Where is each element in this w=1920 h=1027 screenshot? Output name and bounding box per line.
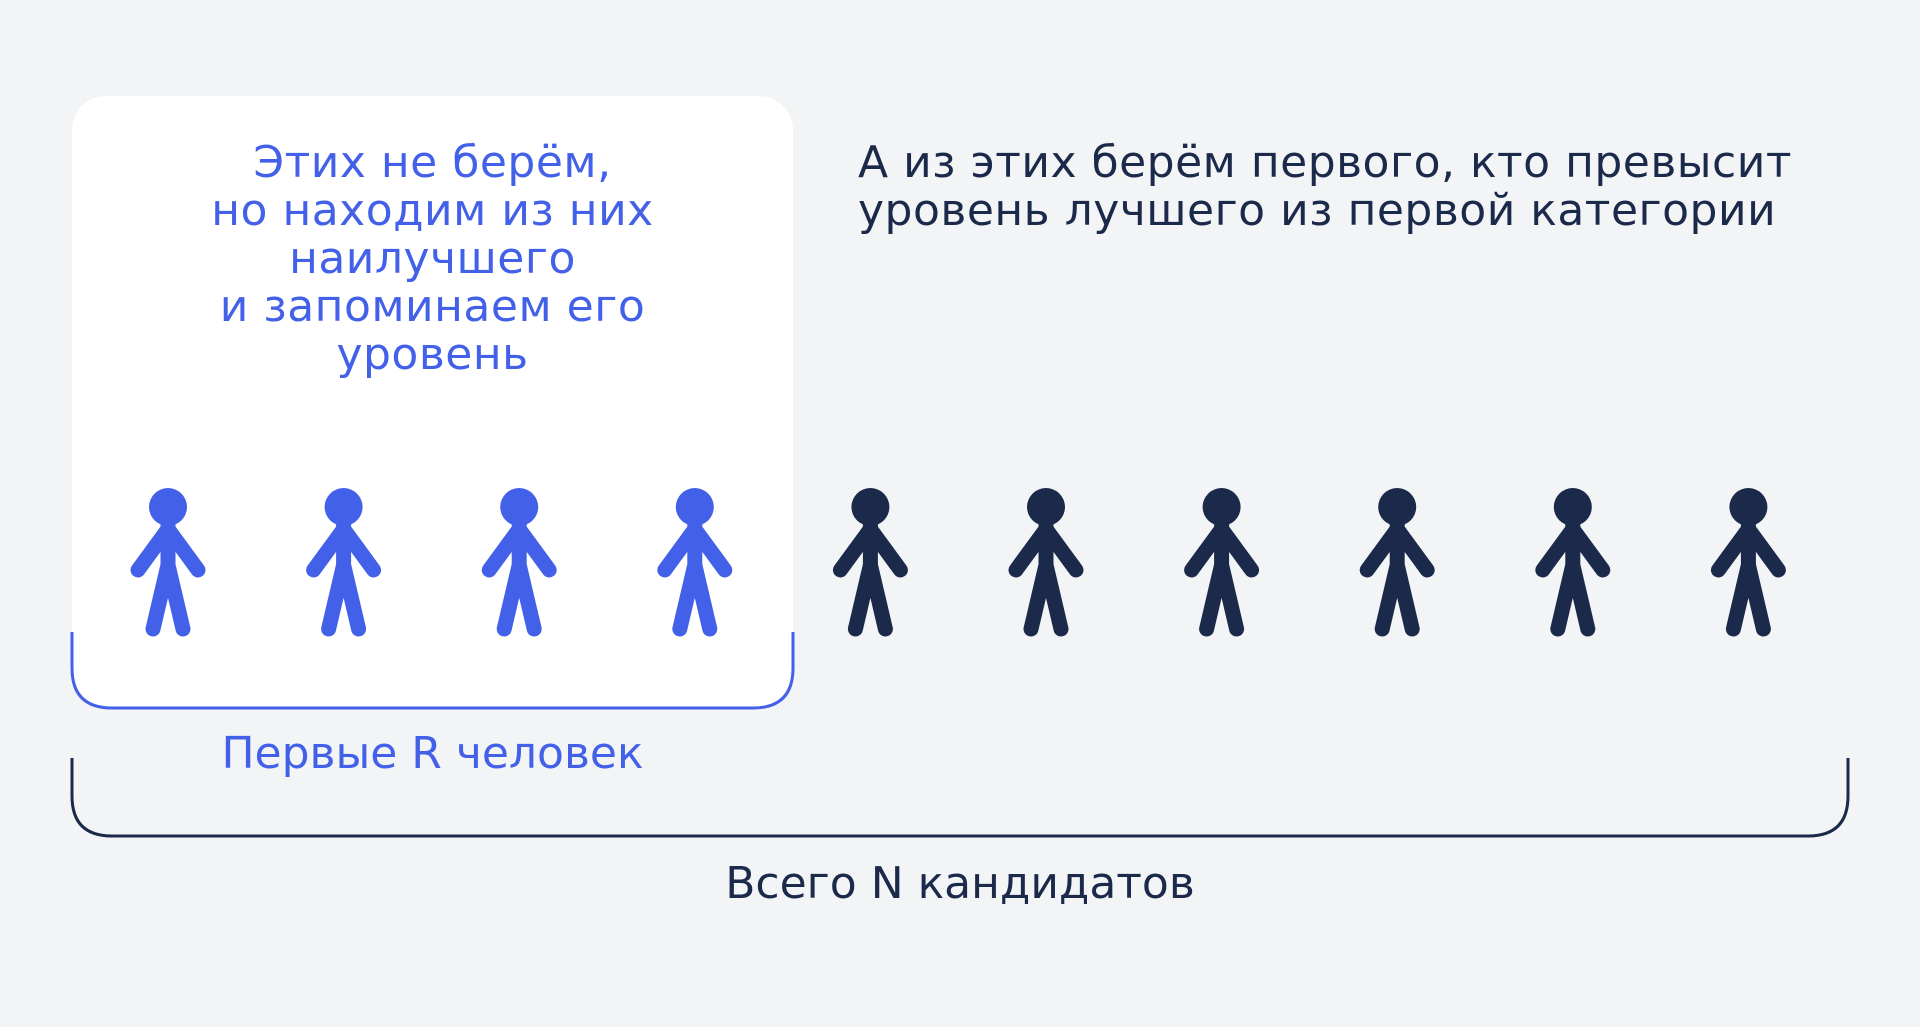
- people-row: [130, 488, 1786, 637]
- person-icon: [1008, 488, 1084, 637]
- person-icon: [832, 488, 908, 637]
- first-group-panel: [72, 96, 793, 708]
- person-icon: [1710, 488, 1786, 637]
- person-icon: [657, 488, 733, 637]
- first-group-note-line: но находим из них: [211, 185, 654, 236]
- first-r-label: Первые R человек: [221, 728, 644, 779]
- rest-group-note: А из этих берём первого, кто превысит ур…: [858, 139, 1792, 235]
- person-icon: [1184, 488, 1260, 637]
- first-r-bracket: [70, 632, 795, 710]
- person-icon: [481, 488, 557, 637]
- first-group-note-line: Этих не берём,: [253, 137, 612, 188]
- person-icon: [306, 488, 382, 637]
- rest-group-note-line: уровень лучшего из первой категории: [858, 185, 1777, 236]
- total-n-bracket: [70, 758, 1850, 838]
- first-group-note: Этих не берём, но находим из них наилучш…: [72, 139, 793, 379]
- total-n-label: Всего N кандидатов: [725, 858, 1195, 909]
- first-group-note-line: уровень: [336, 329, 529, 380]
- person-icon: [1535, 488, 1611, 637]
- person-icon: [1359, 488, 1435, 637]
- first-group-note-line: наилучшего: [289, 233, 576, 284]
- rest-group-note-line: А из этих берём первого, кто превысит: [858, 137, 1792, 188]
- first-group-note-line: и запоминаем его: [219, 281, 646, 332]
- person-icon: [130, 488, 206, 637]
